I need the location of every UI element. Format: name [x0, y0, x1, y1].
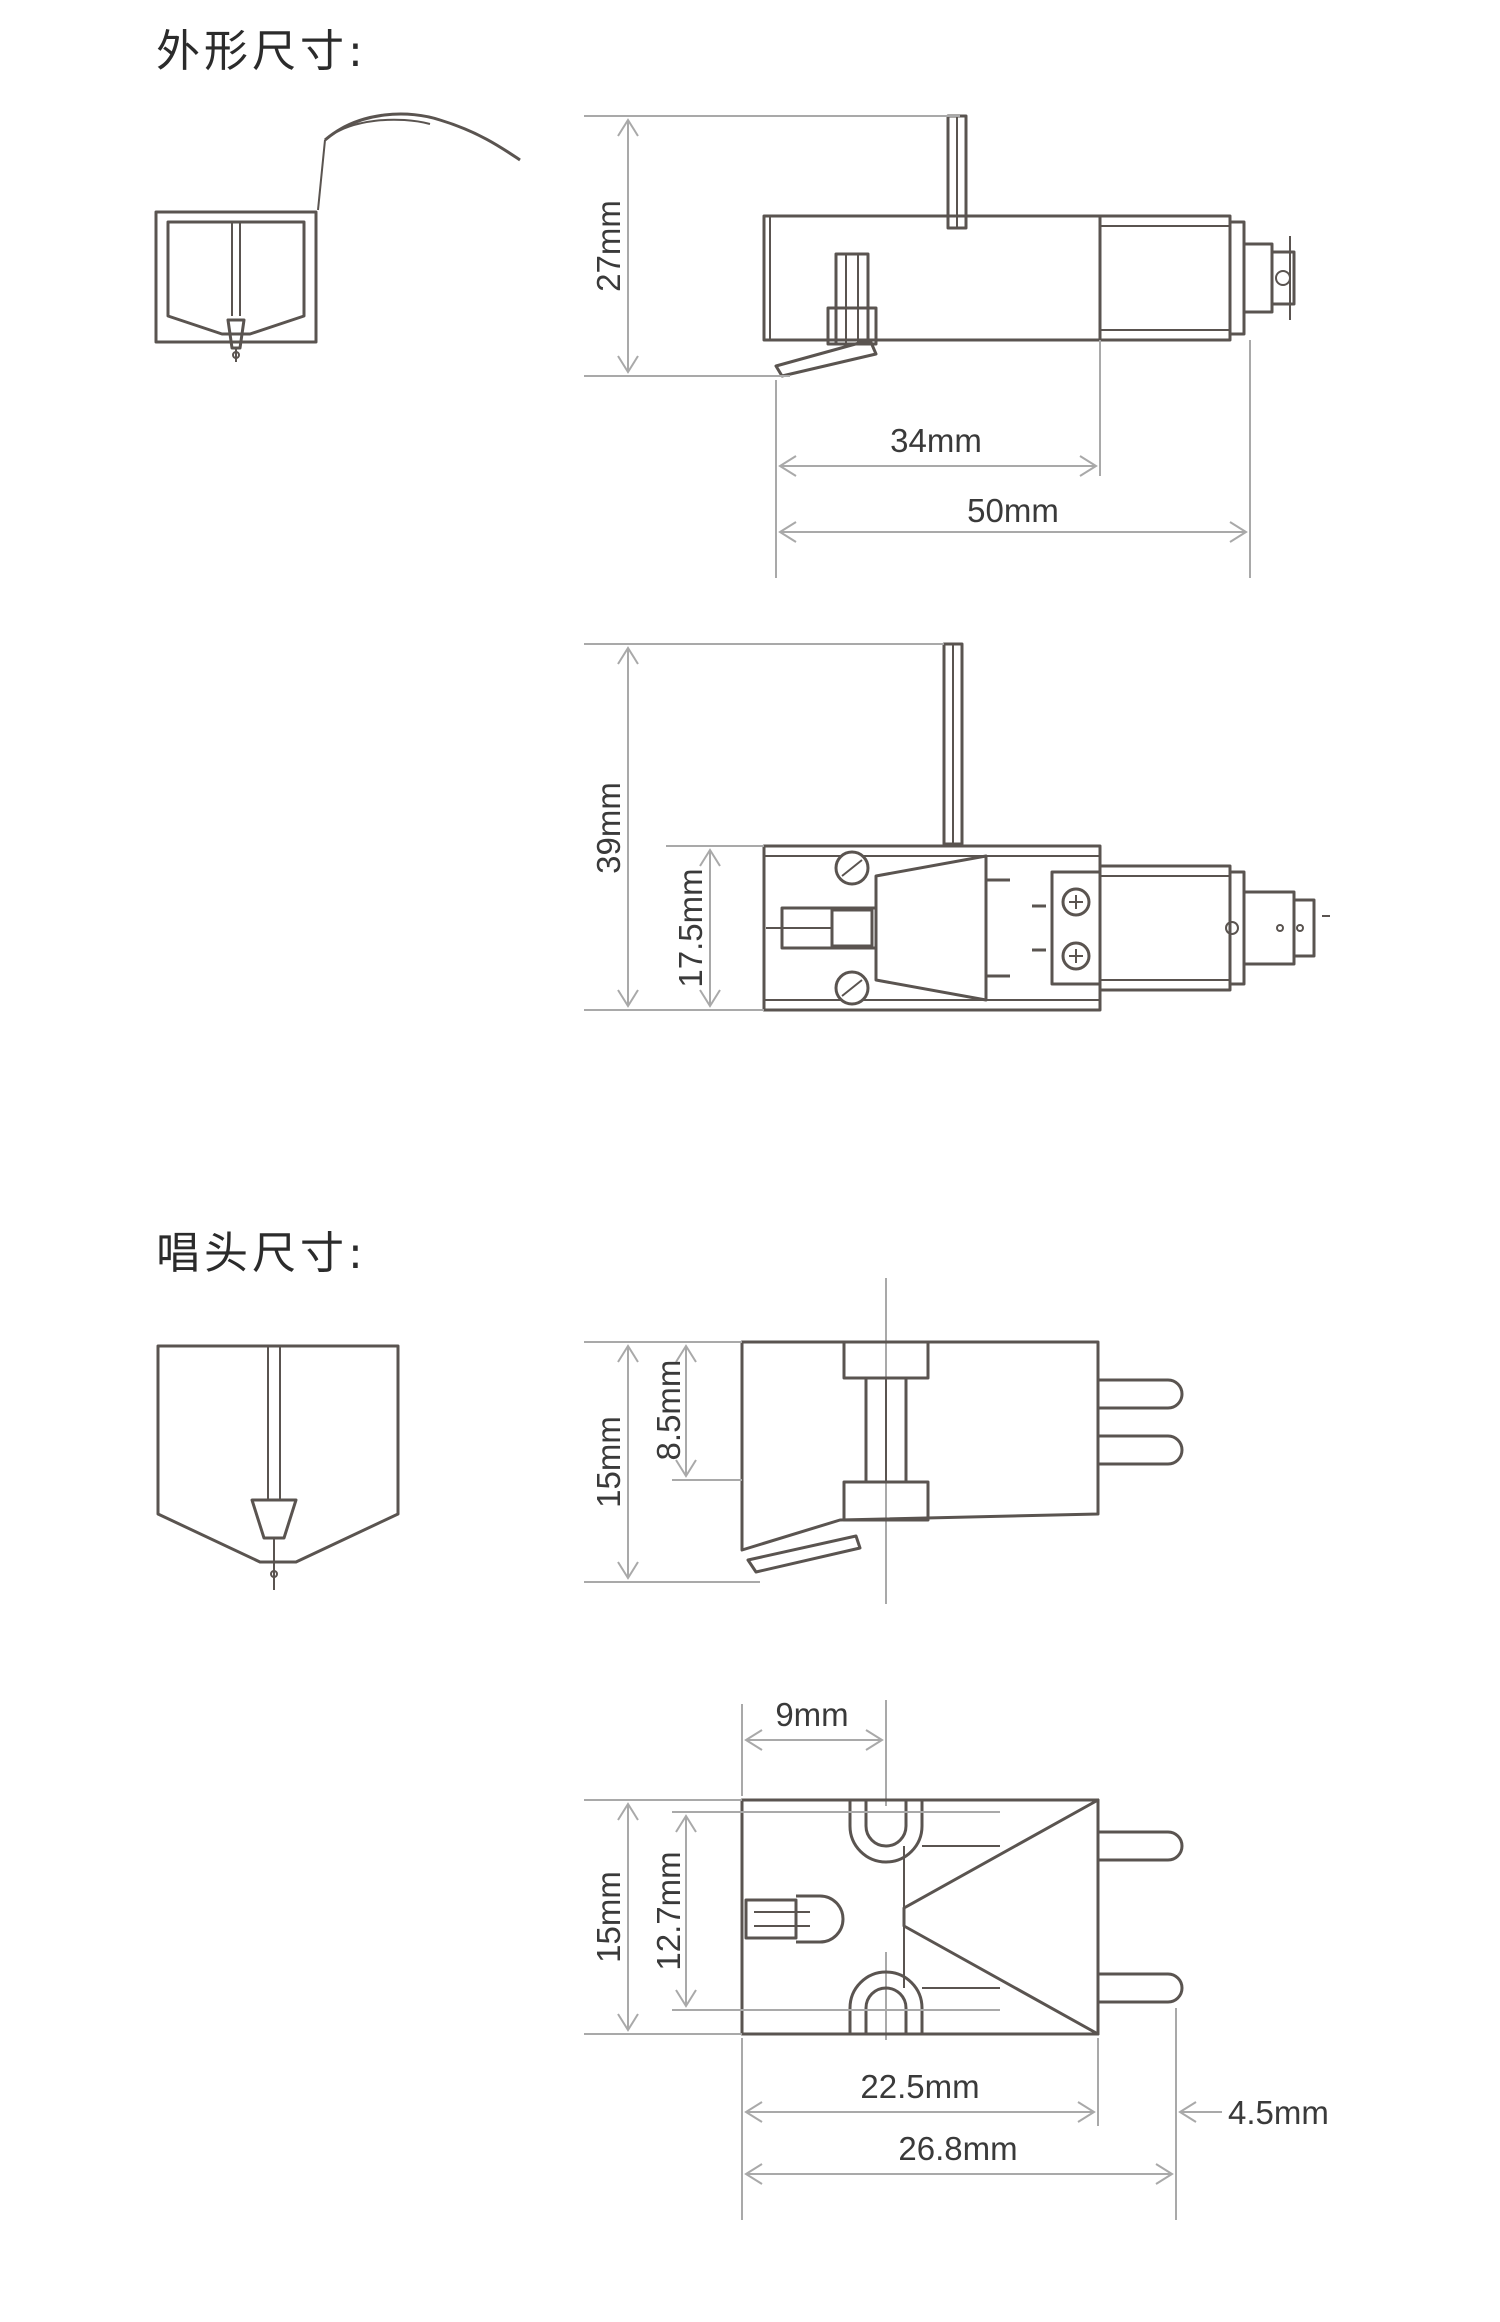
label-9mm: 9mm — [775, 1696, 848, 1733]
dimension-12-7mm: 12.7mm — [650, 1811, 1000, 2011]
dimension-26-8mm: 26.8mm — [744, 2130, 1174, 2185]
dimension-9mm: 9mm — [741, 1696, 884, 1796]
label-17-5mm: 17.5mm — [672, 868, 709, 987]
label-12-7mm: 12.7mm — [650, 1851, 687, 1970]
cartridge-top-view-drawing — [740, 1700, 1184, 2040]
label-27mm: 27mm — [590, 200, 627, 292]
dimension-8-5mm: 8.5mm — [650, 1344, 742, 1481]
cartridge-front-view-drawing — [156, 1344, 400, 1590]
label-34mm: 34mm — [890, 422, 982, 459]
dimension-34mm: 34mm — [775, 340, 1101, 578]
side-view-headshell-drawing — [762, 114, 1296, 378]
label-8-5mm: 8.5mm — [650, 1360, 687, 1461]
dimension-15mm-top: 15mm — [584, 1799, 742, 2035]
top-view-headshell-drawing — [762, 642, 1330, 1012]
dimension-27mm: 27mm — [584, 115, 960, 377]
dimension-17-5mm: 17.5mm — [666, 845, 764, 1008]
label-50mm: 50mm — [967, 492, 1059, 529]
label-4-5mm: 4.5mm — [1228, 2094, 1329, 2131]
heading-outer-dimensions: 外形尺寸: — [156, 26, 367, 77]
label-26-8mm: 26.8mm — [898, 2130, 1017, 2167]
heading-cartridge-dimensions: 唱头尺寸: — [156, 1228, 367, 1279]
label-15mm-top: 15mm — [590, 1871, 627, 1963]
dimension-4-5mm: 4.5mm — [1175, 2008, 1329, 2220]
label-22-5mm: 22.5mm — [860, 2068, 979, 2105]
dimension-22-5mm: 22.5mm — [741, 2038, 1099, 2220]
dimension-50mm: 50mm — [778, 340, 1251, 578]
cartridge-side-view-drawing — [740, 1278, 1184, 1604]
front-view-headshell-drawing — [154, 112, 521, 362]
dimension-39mm: 39mm — [584, 643, 944, 1011]
label-15mm-side: 15mm — [590, 1416, 627, 1508]
dimension-15mm-side: 15mm — [584, 1341, 760, 1583]
label-39mm: 39mm — [590, 782, 627, 874]
